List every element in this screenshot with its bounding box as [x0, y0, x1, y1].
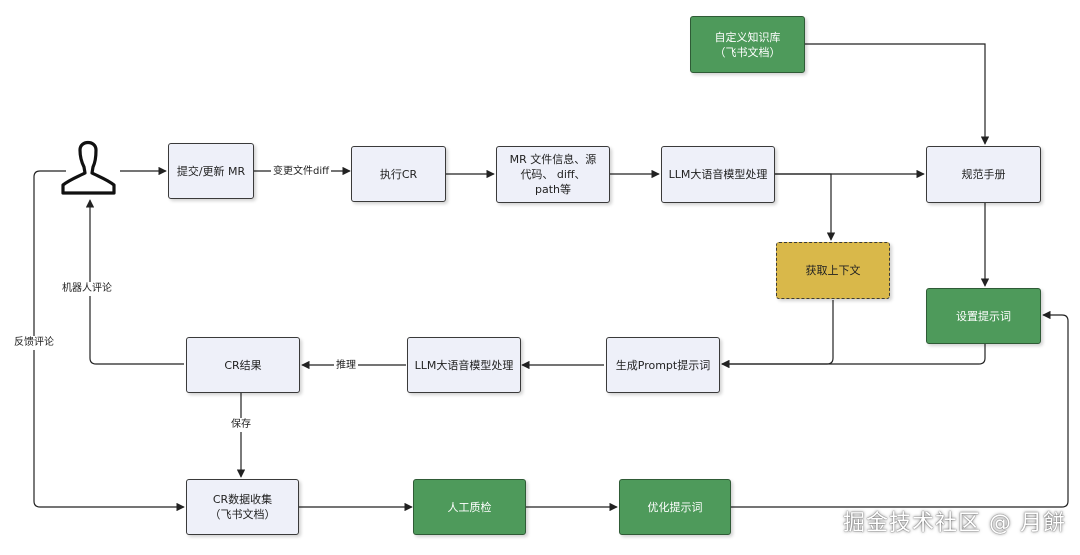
run-cr-node[interactable]: 执行CR	[351, 146, 446, 202]
edge-context-genprompt	[721, 300, 834, 369]
optimize-prompt-node[interactable]: 优化提示词	[619, 479, 731, 535]
manual-qc-node[interactable]: 人工质检	[413, 479, 526, 535]
edge-crresult-user	[85, 199, 184, 365]
get-context-node[interactable]: 获取上下文	[776, 242, 890, 299]
set-prompt-node[interactable]: 设置提示词	[926, 288, 1041, 344]
edge-knowledge-spec	[805, 43, 990, 145]
llm-bottom-node[interactable]: LLM大语音模型处理	[407, 337, 521, 393]
generate-prompt-node[interactable]: 生成Prompt提示词	[606, 337, 720, 393]
edge-user-collect	[33, 170, 185, 512]
edge-label-robot-comment: 机器人评论	[60, 282, 114, 296]
user-icon[interactable]	[61, 140, 116, 195]
cr-result-node[interactable]: CR结果	[186, 337, 300, 393]
edge-label-save: 保存	[229, 418, 253, 432]
knowledge-base-node[interactable]: 自定义知识库 （飞书文档）	[690, 16, 805, 73]
mr-info-node[interactable]: MR 文件信息、源代码、 diff、path等	[496, 146, 610, 203]
edge-setprompt-genprompt	[721, 344, 986, 369]
submit-mr-node[interactable]: 提交/更新 MR	[168, 143, 254, 199]
edge-optimize-setprompt	[731, 310, 1069, 508]
cr-collect-node[interactable]: CR数据收集 （飞书文档）	[186, 479, 299, 535]
watermark: 掘金技术社区 @ 月餅	[843, 511, 1066, 536]
llm-top-node[interactable]: LLM大语音模型处理	[661, 146, 775, 203]
edge-label-feedback: 反馈评论	[12, 336, 56, 350]
edge-llmtop-context	[775, 173, 836, 241]
spec-manual-node[interactable]: 规范手册	[926, 146, 1041, 203]
edge-label-infer: 推理	[334, 359, 358, 373]
edge-label-change-diff: 变更文件diff	[271, 165, 332, 179]
